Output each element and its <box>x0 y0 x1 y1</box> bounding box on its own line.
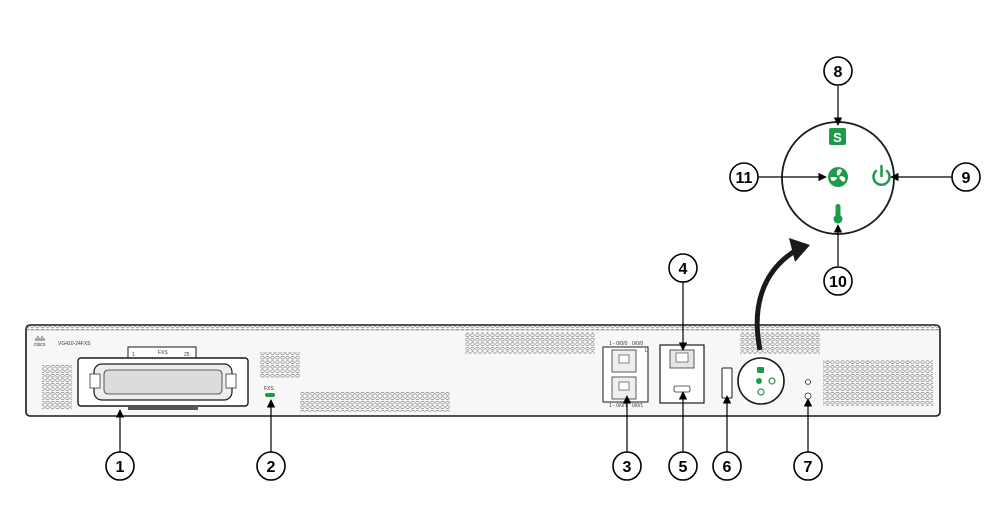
callout-leaders <box>115 86 952 452</box>
zoom-arrow-head <box>789 238 810 262</box>
svg-text:11: 11 <box>736 170 753 187</box>
svg-text:8: 8 <box>834 64 843 81</box>
svg-text:2: 2 <box>267 459 276 476</box>
callout-2: 2 <box>256 451 286 481</box>
model-label: VG410-24FXS <box>58 341 91 347</box>
callout-9: 9 <box>951 162 981 192</box>
callout-3: 3 <box>612 451 642 481</box>
led-zoom-panel: S <box>754 121 895 351</box>
vent-grille-2 <box>300 392 450 412</box>
vent-grille-4 <box>740 332 820 354</box>
vent-grille-right <box>823 360 933 406</box>
connector-label: FXS <box>158 350 168 356</box>
usb-port <box>721 367 733 399</box>
port-bottom-label2: 0/0/1 <box>632 403 643 409</box>
svg-text:4: 4 <box>679 261 688 278</box>
callout-1: 1 <box>105 451 135 481</box>
zoom-arrow <box>754 245 802 351</box>
fxs-led <box>265 393 275 397</box>
svg-text:7: 7 <box>804 459 813 476</box>
port-top-label: 1 - 0/0/0 <box>609 341 628 347</box>
top-vent-strip <box>26 325 940 330</box>
vent-grille-3 <box>465 332 595 354</box>
fxs-rj21-connector <box>77 357 249 410</box>
vent-grille-1 <box>260 352 300 378</box>
callout-8: 8 <box>823 56 853 86</box>
port-top-label2: 0/0/0 <box>632 341 643 347</box>
system-led-icon <box>829 128 846 145</box>
console-ports <box>659 344 705 404</box>
svg-text:5: 5 <box>679 459 688 476</box>
chassis: cisco VG410-24FXS FXS 1 25 FXS 1 - 0/0/0… <box>25 324 941 417</box>
svg-text:3: 3 <box>623 459 632 476</box>
port-side-mark: L <box>645 348 648 354</box>
callout-5: 5 <box>668 451 698 481</box>
callout-10: 10 <box>823 266 853 296</box>
temperature-led-icon <box>833 204 843 224</box>
power-led-icon <box>872 164 891 186</box>
svg-text:1: 1 <box>116 459 125 476</box>
callout-6: 6 <box>712 451 742 481</box>
callout-4: 4 <box>668 253 698 283</box>
callout-7: 7 <box>793 451 823 481</box>
led-cluster <box>737 357 785 405</box>
svg-text:9: 9 <box>962 170 971 187</box>
connector-pin-left: 1 <box>132 352 135 358</box>
cisco-logo-icon <box>35 336 45 341</box>
callout-11: 11 <box>729 162 759 192</box>
fxs-led-label: FXS <box>264 386 274 392</box>
brand-label: cisco <box>34 342 46 348</box>
connector-pin-right: 25 <box>184 352 190 358</box>
port-bottom-label: 1 - 0/0/1 <box>609 403 628 409</box>
svg-text:10: 10 <box>829 274 847 291</box>
fan-led-icon <box>828 167 848 187</box>
system-led-letter: S <box>833 130 842 145</box>
svg-text:6: 6 <box>723 459 732 476</box>
ge-ports: 1 - 0/0/0 0/0/0 L 1 - 0/0/1 0/0/1 <box>602 341 649 409</box>
vent-grille-left <box>42 365 72 409</box>
